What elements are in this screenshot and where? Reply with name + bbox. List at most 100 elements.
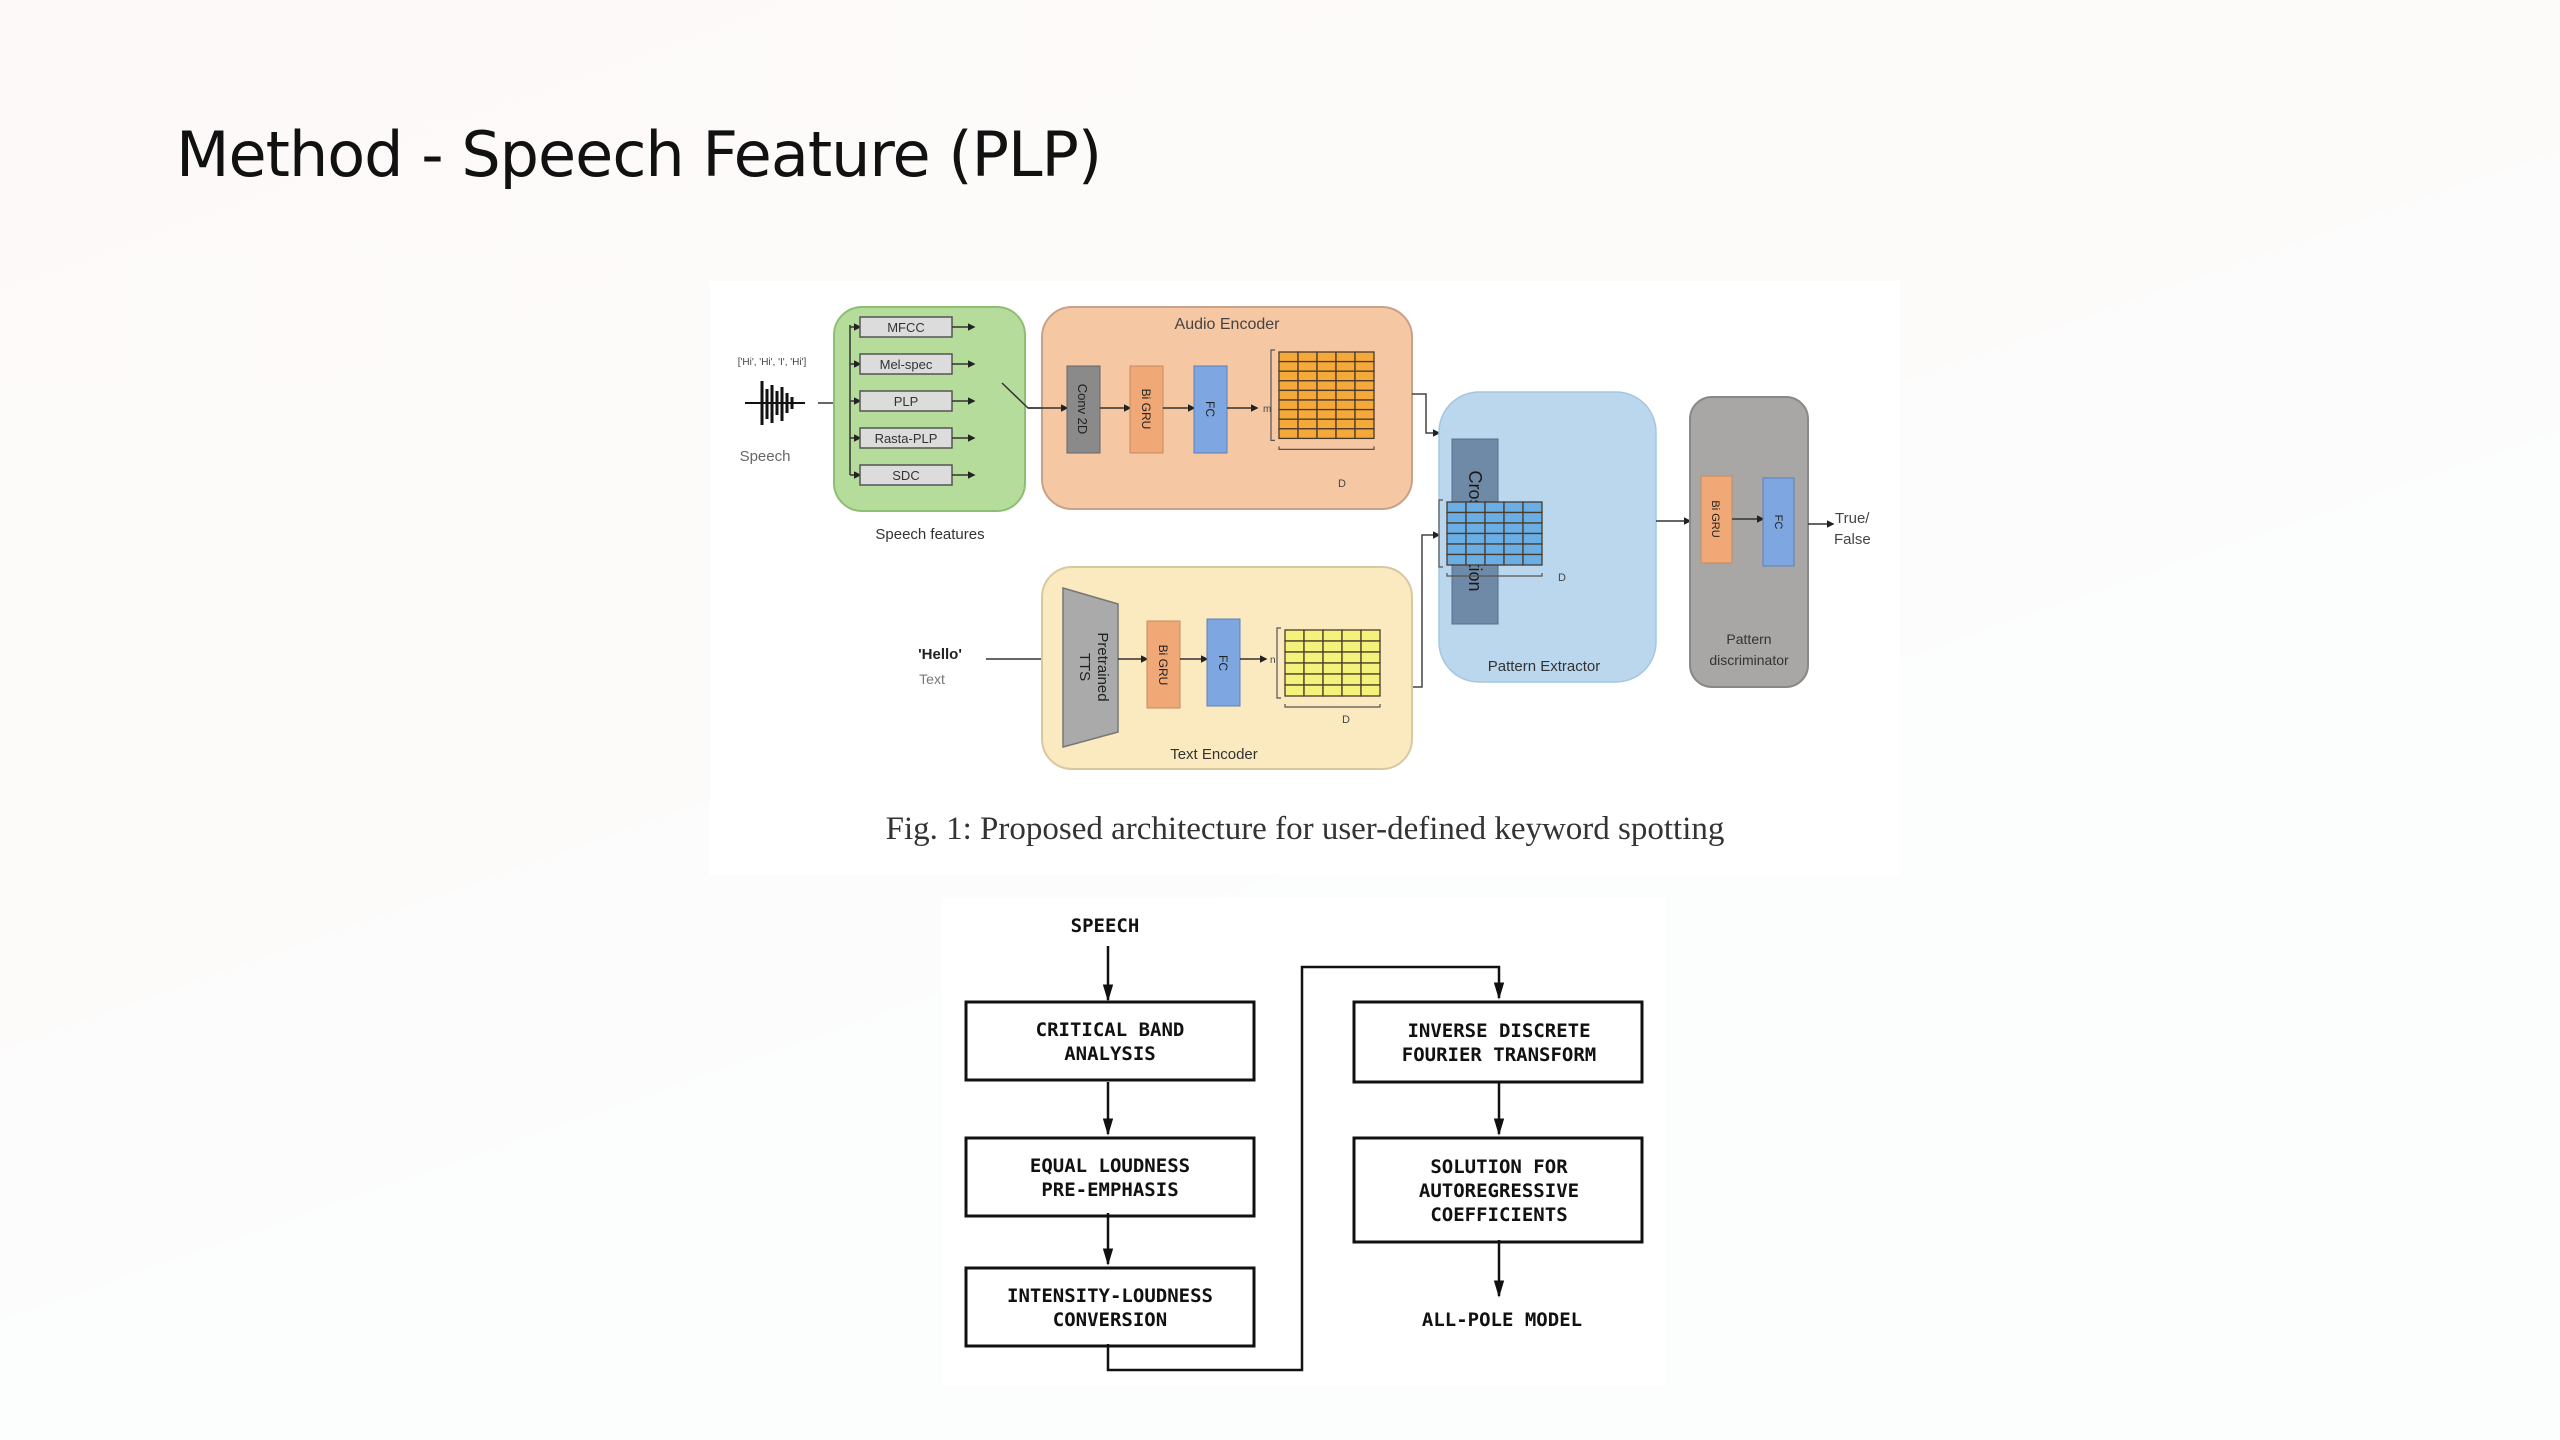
audio-matrix-cell: [1354, 418, 1375, 430]
audio-matrix-cell: [1297, 408, 1318, 420]
pattern-matrix-cell: [1465, 522, 1486, 535]
text-matrix-cell: [1341, 651, 1362, 664]
audio-embedding-matrix: [1270, 349, 1375, 450]
speech-feature-item: Mel-spec: [850, 353, 976, 375]
audio-matrix-cell: [1316, 428, 1337, 440]
audio-matrix-cell: [1316, 351, 1337, 363]
pattern-matrix-cell: [1522, 532, 1543, 545]
text-matrix-cell: [1341, 662, 1362, 675]
text-matrix-cell: [1303, 662, 1324, 675]
text-matrix-cell: [1322, 629, 1343, 642]
pattern-matrix-cell: [1503, 522, 1524, 535]
text-matrix-cell: [1360, 651, 1381, 664]
audio-matrix-cell: [1297, 399, 1318, 411]
pattern-matrix-cell: [1446, 522, 1467, 535]
pattern-matrix-cell: [1522, 511, 1543, 524]
text-matrix-cell: [1341, 640, 1362, 653]
pattern-matrix-cell: [1503, 532, 1524, 545]
audio-matrix-cell: [1354, 428, 1375, 440]
text-matrix-col-label: D: [1342, 714, 1350, 726]
speech-feature-label: MFCC: [887, 320, 925, 335]
plp-step-label: CONVERSION: [1053, 1309, 1167, 1331]
text-fc-label: FC: [1216, 655, 1230, 671]
plp-step-label: CRITICAL BAND: [1036, 1019, 1185, 1041]
pattern-matrix-cell: [1484, 501, 1505, 514]
audio-matrix-cell: [1354, 351, 1375, 363]
plp-step-label: ANALYSIS: [1064, 1043, 1156, 1065]
text-matrix-cell: [1322, 662, 1343, 675]
audio-matrix-cell: [1316, 399, 1337, 411]
pe-matrix-col-label: D: [1558, 572, 1566, 584]
speech-feature-item: MFCC: [850, 316, 976, 338]
pattern-matrix-cell: [1465, 543, 1486, 556]
audio-matrix-cell: [1335, 399, 1356, 411]
text-matrix-cell: [1303, 673, 1324, 686]
audio-matrix-cell: [1278, 418, 1299, 430]
pattern-matrix-cell: [1484, 553, 1505, 566]
audio-matrix-cell: [1278, 360, 1299, 372]
discriminator-title-line2: discriminator: [1709, 652, 1789, 668]
text-matrix-cell: [1360, 640, 1381, 653]
audio-encoder-title: Audio Encoder: [1175, 316, 1281, 333]
plp-step-label: INVERSE DISCRETE: [1407, 1020, 1590, 1042]
conv2d-block: [1066, 365, 1101, 454]
audio-matrix-cell: [1335, 428, 1356, 440]
plp-step-label: AUTOREGRESSIVE: [1419, 1180, 1579, 1202]
speech-features-title: Speech features: [875, 526, 984, 543]
plp-input-label: SPEECH: [1071, 915, 1140, 937]
speech-feature-item: PLP: [850, 390, 976, 412]
pattern-matrix-cell: [1446, 501, 1467, 514]
text-matrix-cell: [1360, 662, 1381, 675]
text-matrix-cell: [1360, 684, 1381, 697]
audio-matrix-cell: [1278, 408, 1299, 420]
speech-feature-label: Mel-spec: [880, 357, 933, 372]
pattern-matrix-cell: [1465, 501, 1486, 514]
architecture-diagram: ['Hi', 'Hi', 'I', 'Hi'] Speech MFCCMel-s…: [738, 306, 1871, 770]
pattern-matrix-cell: [1522, 522, 1543, 535]
disc-fc-label: FC: [1772, 515, 1784, 530]
audio-matrix-cell: [1316, 370, 1337, 382]
audio-matrix-cell: [1354, 389, 1375, 401]
audio-matrix-cell: [1354, 399, 1375, 411]
audio-matrix-cell: [1297, 428, 1318, 440]
audio-matrix-cell: [1278, 380, 1299, 392]
plp-output-label: ALL-POLE MODEL: [1422, 1309, 1582, 1331]
pattern-matrix-cell: [1446, 511, 1467, 524]
text-embedding-matrix: [1276, 627, 1381, 708]
text-matrix-cell: [1341, 684, 1362, 697]
output-label-line2: False: [1834, 531, 1871, 548]
speech-feature-label: Rasta-PLP: [875, 431, 938, 446]
audio-matrix-cell: [1335, 418, 1356, 430]
disc-bigru-label: Bi GRU: [1709, 500, 1721, 537]
pattern-matrix: [1438, 499, 1543, 577]
audio-bigru-label: Bi GRU: [1139, 389, 1153, 430]
pattern-matrix-cell: [1522, 543, 1543, 556]
audio-matrix-cell: [1316, 360, 1337, 372]
pattern-matrix-cell: [1503, 511, 1524, 524]
text-matrix-cell: [1360, 673, 1381, 686]
pattern-matrix-cell: [1465, 553, 1486, 566]
audio-matrix-cell: [1316, 408, 1337, 420]
audio-matrix-cell: [1335, 408, 1356, 420]
slide-title: Method - Speech Feature (PLP): [176, 118, 1102, 191]
pattern-matrix-cell: [1522, 553, 1543, 566]
text-fc-block: [1206, 618, 1241, 707]
text-encoder-title: Text Encoder: [1170, 746, 1258, 763]
text-matrix-cell: [1284, 629, 1305, 642]
text-matrix-cell: [1360, 629, 1381, 642]
pattern-matrix-cell: [1503, 543, 1524, 556]
pattern-matrix-cell: [1503, 553, 1524, 566]
plp-step-label: PRE-EMPHASIS: [1041, 1179, 1178, 1201]
speech-feature-item: SDC: [850, 464, 976, 486]
pattern-discriminator-box: Bi GRU FC Pattern discriminator: [1689, 396, 1809, 688]
waveform-icon: [745, 381, 805, 425]
audio-matrix-row-label: m: [1263, 404, 1271, 415]
audio-matrix-cell: [1335, 351, 1356, 363]
speech-feature-label: PLP: [894, 394, 919, 409]
speech-feature-label: SDC: [892, 468, 919, 483]
audio-matrix-cell: [1335, 360, 1356, 372]
